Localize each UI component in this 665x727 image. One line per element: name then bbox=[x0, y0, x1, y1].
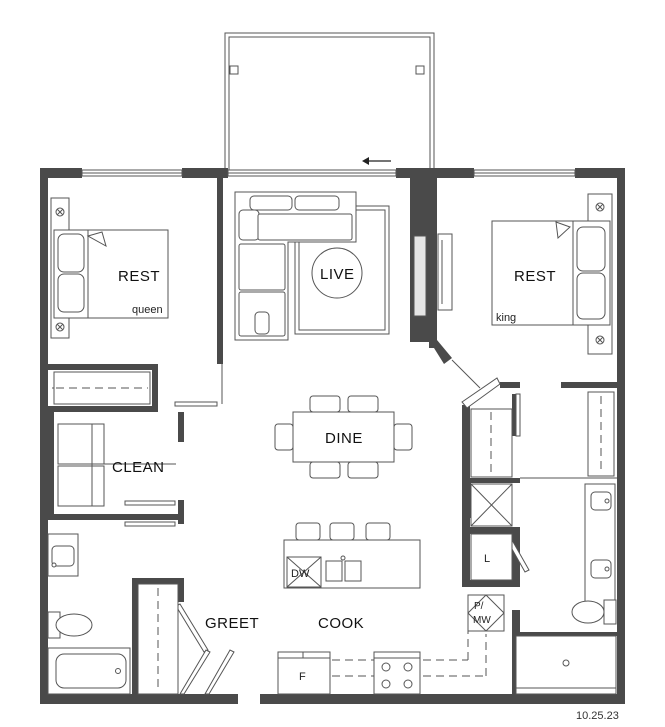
windows bbox=[81, 169, 576, 177]
room-label-kitchen: COOK bbox=[318, 615, 364, 632]
door-swings bbox=[124, 359, 530, 695]
room-label-dining: DINE bbox=[325, 430, 363, 447]
bed-size-left: queen bbox=[132, 304, 163, 316]
mechanical-closet bbox=[470, 483, 513, 527]
bed-size-right: king bbox=[496, 312, 516, 324]
fridge-label: F bbox=[299, 671, 306, 683]
right-bedroom bbox=[491, 193, 613, 355]
right-closet bbox=[470, 391, 617, 479]
revision-date: 10.25.23 bbox=[576, 710, 619, 722]
sliding-door-arrow-icon bbox=[362, 157, 391, 165]
room-label-living: LIVE bbox=[320, 266, 355, 283]
dining-table bbox=[274, 395, 413, 479]
balcony bbox=[224, 32, 435, 171]
pantry-label-line2: MW bbox=[473, 615, 491, 626]
kitchen-counter bbox=[277, 630, 487, 695]
right-bathroom bbox=[515, 483, 617, 695]
fireplace bbox=[413, 233, 453, 317]
pantry bbox=[467, 594, 505, 632]
linen-label: L bbox=[484, 553, 490, 565]
room-label-entry: GREET bbox=[205, 615, 259, 632]
exterior-walls bbox=[40, 168, 625, 704]
laundry-machines bbox=[57, 423, 176, 507]
coffee-table bbox=[311, 247, 363, 299]
left-bedroom bbox=[50, 197, 169, 339]
room-label-laundry: CLEAN bbox=[112, 459, 165, 476]
left-bathroom bbox=[47, 533, 131, 695]
room-label-right-bedroom: REST bbox=[514, 268, 556, 285]
dishwasher-label: DW bbox=[291, 568, 310, 580]
linen-closet bbox=[470, 533, 513, 581]
pantry-label-line1: P/ bbox=[474, 601, 484, 612]
entry-closet bbox=[137, 583, 179, 695]
kitchen-island bbox=[283, 522, 421, 589]
room-label-left-bedroom: REST bbox=[118, 268, 160, 285]
living-room bbox=[234, 191, 390, 341]
